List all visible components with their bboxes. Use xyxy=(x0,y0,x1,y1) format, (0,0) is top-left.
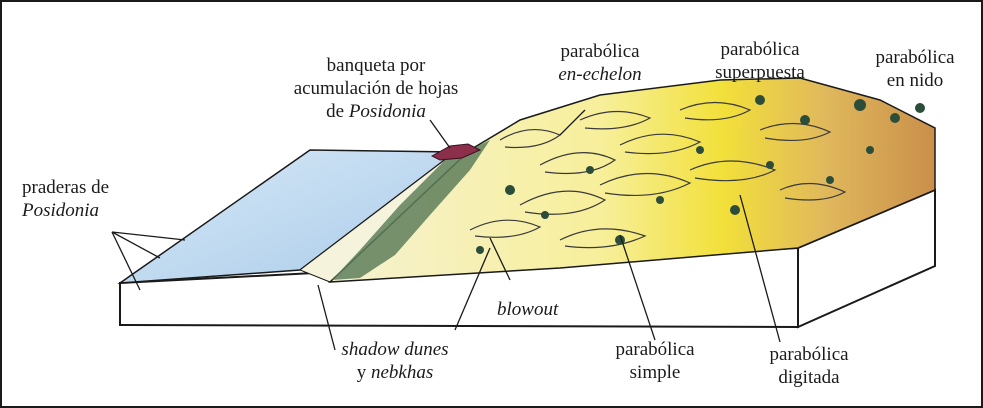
label-parabolica-simple: parabólica simple xyxy=(594,338,716,384)
label-blowout: blowout xyxy=(497,298,558,321)
label-line: simple xyxy=(594,361,716,384)
label-line: parabólica xyxy=(860,46,970,69)
label-prefix: y xyxy=(357,362,371,383)
label-line: digitada xyxy=(748,366,870,389)
label-line: parabólica xyxy=(700,38,820,61)
label-shadow-dunes: shadow dunes y nebkhas xyxy=(332,338,458,384)
label-line: Posidonia xyxy=(22,199,109,222)
label-parabolica-en-echelon: parabólica en-echelon xyxy=(540,40,660,86)
label-line: banqueta por xyxy=(276,54,476,77)
label-praderas-de-posidonia: praderas de Posidonia xyxy=(22,176,109,222)
label-line: parabólica xyxy=(748,343,870,366)
label-parabolica-en-nido: parabólica en nido xyxy=(860,46,970,92)
label-line: parabólica xyxy=(540,40,660,63)
label-line: en nido xyxy=(860,69,970,92)
label-line: parabólica xyxy=(594,338,716,361)
label-parabolica-superpuesta: parabólica superpuesta xyxy=(700,38,820,84)
label-line: shadow dunes xyxy=(332,338,458,361)
label-prefix: de xyxy=(326,101,349,122)
label-line: superpuesta xyxy=(700,61,820,84)
label-italic: Posidonia xyxy=(349,101,426,122)
label-line: de Posidonia xyxy=(276,100,476,123)
label-banqueta: banqueta por acumulación de hojas de Pos… xyxy=(276,54,476,123)
label-line: acumulación de hojas xyxy=(276,77,476,100)
label-line: y nebkhas xyxy=(332,361,458,384)
label-italic: nebkhas xyxy=(371,362,433,383)
label-line: praderas de xyxy=(22,176,109,199)
label-parabolica-digitada: parabólica digitada xyxy=(748,343,870,389)
label-line: en-echelon xyxy=(540,63,660,86)
